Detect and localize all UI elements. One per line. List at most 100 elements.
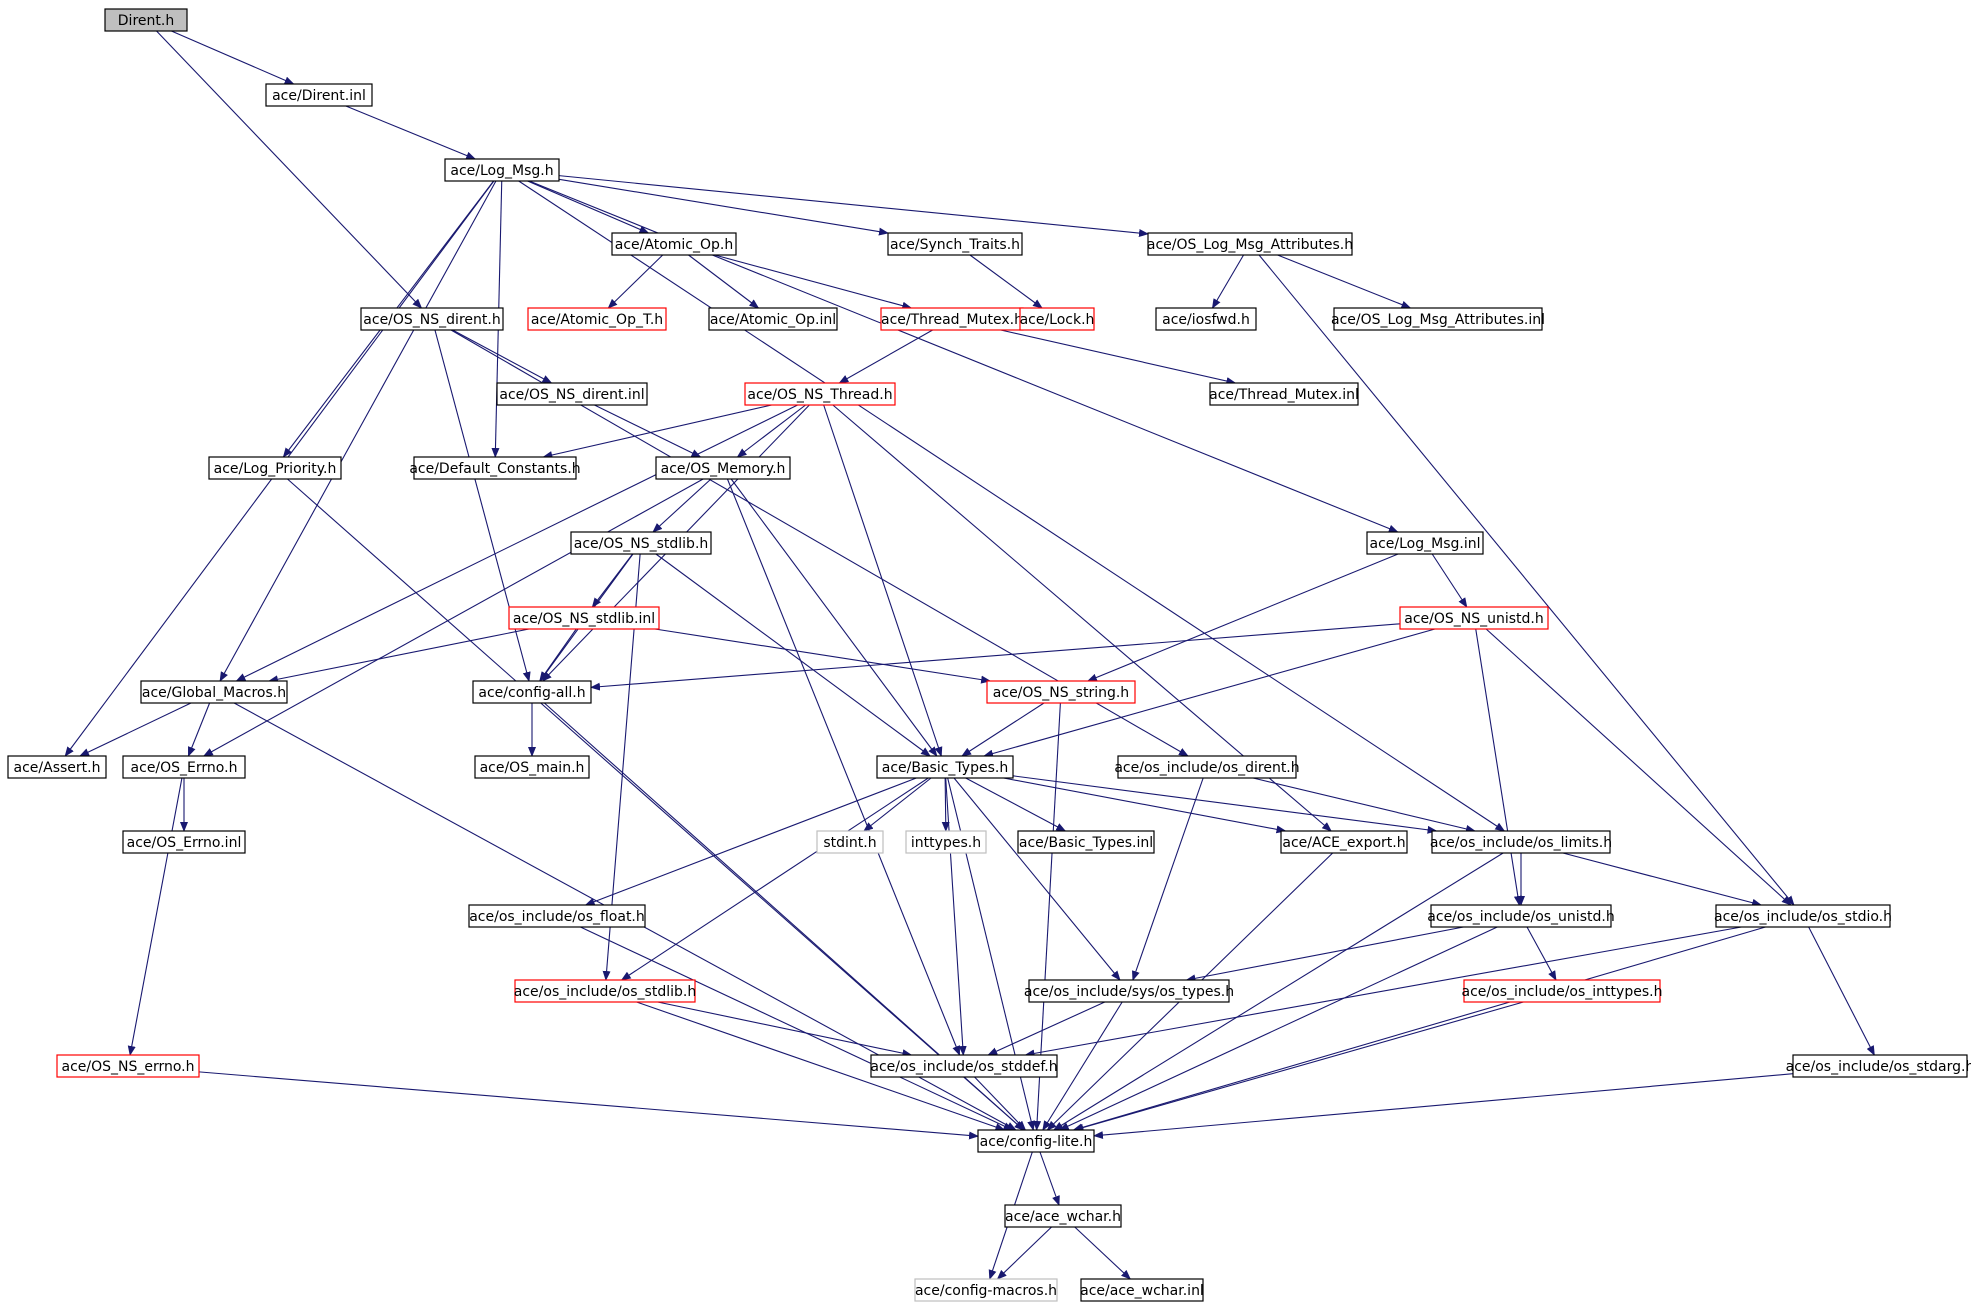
edge-os_ns_thread_h-to-basic_types_h	[823, 404, 943, 757]
node-label: ace/Basic_Types.h	[882, 760, 1008, 776]
node-ace-export-h[interactable]: ace/ACE_export.h	[1280, 830, 1408, 854]
node-os-stdlib-h[interactable]: ace/os_include/os_stdlib.h	[514, 979, 696, 1003]
node-os-memory-h[interactable]: ace/OS_Memory.h	[655, 456, 791, 480]
node-os-ns-stdlib-h[interactable]: ace/OS_NS_stdlib.h	[570, 531, 712, 555]
edge-log_msg_h-to-os_log_msg_attr_h	[558, 175, 1149, 238]
node-label: ace/OS_Memory.h	[661, 461, 786, 477]
node-basic-types-h[interactable]: ace/Basic_Types.h	[876, 755, 1014, 779]
node-label: ace/OS_NS_stdlib.inl	[513, 611, 655, 627]
edge-basic_types_h-to-basic_types_inl	[965, 777, 1067, 832]
node-os-ns-dirent-inl[interactable]: ace/OS_NS_dirent.inl	[496, 382, 648, 406]
node-label: ace/Synch_Traits.h	[890, 237, 1020, 253]
edge-os_log_msg_attr_h-to-iosfwd_h	[1211, 254, 1245, 309]
edge-log_msg_h-to-global_macros_h	[219, 180, 497, 682]
edge-os_unistd_h-to-config_lite_h	[1058, 926, 1498, 1131]
node-thread-mutex-h[interactable]: ace/Thread_Mutex.h	[880, 307, 1024, 331]
node-os-stdio-h[interactable]: ace/os_include/os_stdio.h	[1714, 904, 1892, 928]
node-ace-wchar-inl[interactable]: ace/ace_wchar.inl	[1080, 1278, 1204, 1302]
edge-os_ns_stdlib_inl-to-config_all_h	[539, 628, 577, 682]
edge-ace_wchar_h-to-ace_wchar_inl	[1074, 1226, 1131, 1280]
dependency-edges	[64, 30, 1875, 1280]
node-os-dirent-h[interactable]: ace/os_include/os_dirent.h	[1114, 755, 1300, 779]
node-synch-traits-h[interactable]: ace/Synch_Traits.h	[887, 232, 1023, 256]
node-label: ace/config-lite.h	[980, 1134, 1093, 1150]
edge-ace_wchar_h-to-config_macros_h	[996, 1226, 1052, 1280]
node-label: ace/ace_wchar.inl	[1080, 1283, 1204, 1299]
node-label: ace/OS_NS_dirent.inl	[499, 387, 644, 403]
node-label: ace/config-macros.h	[915, 1283, 1057, 1299]
node-config-macros-h: ace/config-macros.h	[914, 1278, 1058, 1302]
edge-basic_types_h-to-os_types_h	[953, 777, 1121, 981]
node-log-priority-h[interactable]: ace/Log_Priority.h	[208, 456, 342, 480]
node-label: ace/Log_Msg.inl	[1370, 536, 1481, 552]
node-box	[977, 1129, 1095, 1153]
node-label: ace/os_include/os_stdarg.h	[1786, 1059, 1971, 1075]
edge-basic_types_h-to-os_float_h	[584, 777, 917, 906]
edge-os_ns_string_h-to-basic_types_h	[961, 702, 1045, 757]
node-atomic-op-inl[interactable]: ace/Atomic_Op.inl	[708, 307, 838, 331]
node-box	[56, 1054, 200, 1078]
edge-os_memory_h-to-os_errno_h	[202, 478, 704, 757]
node-os-unistd-h[interactable]: ace/os_include/os_unistd.h	[1427, 904, 1615, 928]
edge-os_ns_thread_h-to-os_memory_h	[736, 404, 806, 458]
node-atomic-op-t-h[interactable]: ace/Atomic_Op_T.h	[527, 307, 667, 331]
node-global-macros-h[interactable]: ace/Global_Macros.h	[140, 680, 288, 704]
node-default-constants-h[interactable]: ace/Default_Constants.h	[409, 456, 581, 480]
node-label: ace/OS_main.h	[480, 760, 585, 776]
node-os-stdarg-h[interactable]: ace/os_include/os_stdarg.h	[1786, 1054, 1971, 1078]
node-os-ns-string-h[interactable]: ace/OS_NS_string.h	[986, 680, 1136, 704]
node-os-main-h[interactable]: ace/OS_main.h	[474, 755, 590, 779]
node-label: ace/os_include/os_inttypes.h	[1462, 984, 1663, 1000]
node-log-msg-inl[interactable]: ace/Log_Msg.inl	[1366, 531, 1484, 555]
edge-os_ns_unistd_h-to-config_all_h	[590, 623, 1401, 691]
node-os-log-msg-attr-inl[interactable]: ace/OS_Log_Msg_Attributes.inl	[1331, 307, 1545, 331]
node-label: ace/OS_NS_string.h	[993, 685, 1129, 701]
node-box	[914, 1278, 1058, 1302]
node-config-all-h[interactable]: ace/config-all.h	[472, 680, 592, 704]
node-assert-h[interactable]: ace/Assert.h	[7, 755, 107, 779]
node-basic-types-inl[interactable]: ace/Basic_Types.inl	[1017, 830, 1155, 854]
node-thread-mutex-inl[interactable]: ace/Thread_Mutex.inl	[1209, 382, 1359, 406]
node-os-errno-h[interactable]: ace/OS_Errno.h	[122, 755, 246, 779]
node-ace-wchar-h[interactable]: ace/ace_wchar.h	[1004, 1204, 1122, 1228]
node-box	[876, 755, 1014, 779]
node-label: ace/Atomic_Op.h	[615, 237, 733, 253]
node-os-types-h[interactable]: ace/os_include/sys/os_types.h	[1024, 979, 1234, 1003]
edge-os_stdio_h-to-config_lite_h	[1072, 926, 1766, 1132]
node-os-ns-unistd-h[interactable]: ace/OS_NS_unistd.h	[1399, 606, 1549, 630]
node-label: ace/Dirent.inl	[272, 88, 366, 104]
node-os-ns-stdlib-inl[interactable]: ace/OS_NS_stdlib.inl	[508, 606, 660, 630]
node-os-log-msg-attr-h[interactable]: ace/OS_Log_Msg_Attributes.h	[1147, 232, 1353, 256]
edge-os_ns_unistd_h-to-basic_types_h	[983, 628, 1436, 758]
edge-basic_types_h-to-os_limits_h	[1012, 775, 1438, 834]
node-os-float-h[interactable]: ace/os_include/os_float.h	[468, 904, 646, 928]
edge-os_ns_unistd_h-to-os_unistd_h	[1475, 628, 1522, 906]
node-box	[1463, 979, 1661, 1003]
node-label: ace/OS_Log_Msg_Attributes.inl	[1331, 312, 1545, 328]
node-label: ace/OS_Errno.inl	[127, 835, 242, 851]
node-os-ns-dirent-h[interactable]: ace/OS_NS_dirent.h	[360, 307, 504, 331]
edge-basic_types_h-to-ace_export_h	[1003, 777, 1287, 834]
edge-os_unistd_h-to-os_types_h	[1185, 926, 1464, 983]
node-os-ns-errno-h[interactable]: ace/OS_NS_errno.h	[56, 1054, 200, 1078]
node-box	[887, 232, 1023, 256]
edge-os_ns_stdlib_inl-to-os_ns_string_h	[654, 628, 992, 684]
node-label: ace/os_include/os_float.h	[469, 909, 645, 925]
node-os-limits-h[interactable]: ace/os_include/os_limits.h	[1430, 830, 1612, 854]
node-os-stddef-h[interactable]: ace/os_include/os_stddef.h	[870, 1054, 1058, 1078]
node-os-errno-inl[interactable]: ace/OS_Errno.inl	[122, 830, 246, 854]
node-dirent-inl[interactable]: ace/Dirent.inl	[265, 83, 373, 107]
edge-os_stdio_h-to-os_stddef_h	[1024, 926, 1742, 1058]
node-lock-h[interactable]: ace/Lock.h	[1019, 307, 1095, 331]
node-log-msg-h[interactable]: ace/Log_Msg.h	[444, 158, 560, 182]
edge-os_ns_dirent_h-to-os_ns_dirent_inl	[452, 329, 553, 384]
node-atomic-op-h[interactable]: ace/Atomic_Op.h	[611, 232, 737, 256]
node-os-ns-thread-h[interactable]: ace/OS_NS_Thread.h	[744, 382, 896, 406]
edge-os_dirent_h-to-os_types_h	[1132, 777, 1204, 981]
node-os-inttypes-h[interactable]: ace/os_include/os_inttypes.h	[1462, 979, 1663, 1003]
node-iosfwd-h[interactable]: ace/iosfwd.h	[1155, 307, 1257, 331]
node-dirent-h[interactable]: Dirent.h	[104, 8, 188, 32]
node-config-lite-h[interactable]: ace/config-lite.h	[977, 1129, 1095, 1153]
node-box	[611, 232, 737, 256]
